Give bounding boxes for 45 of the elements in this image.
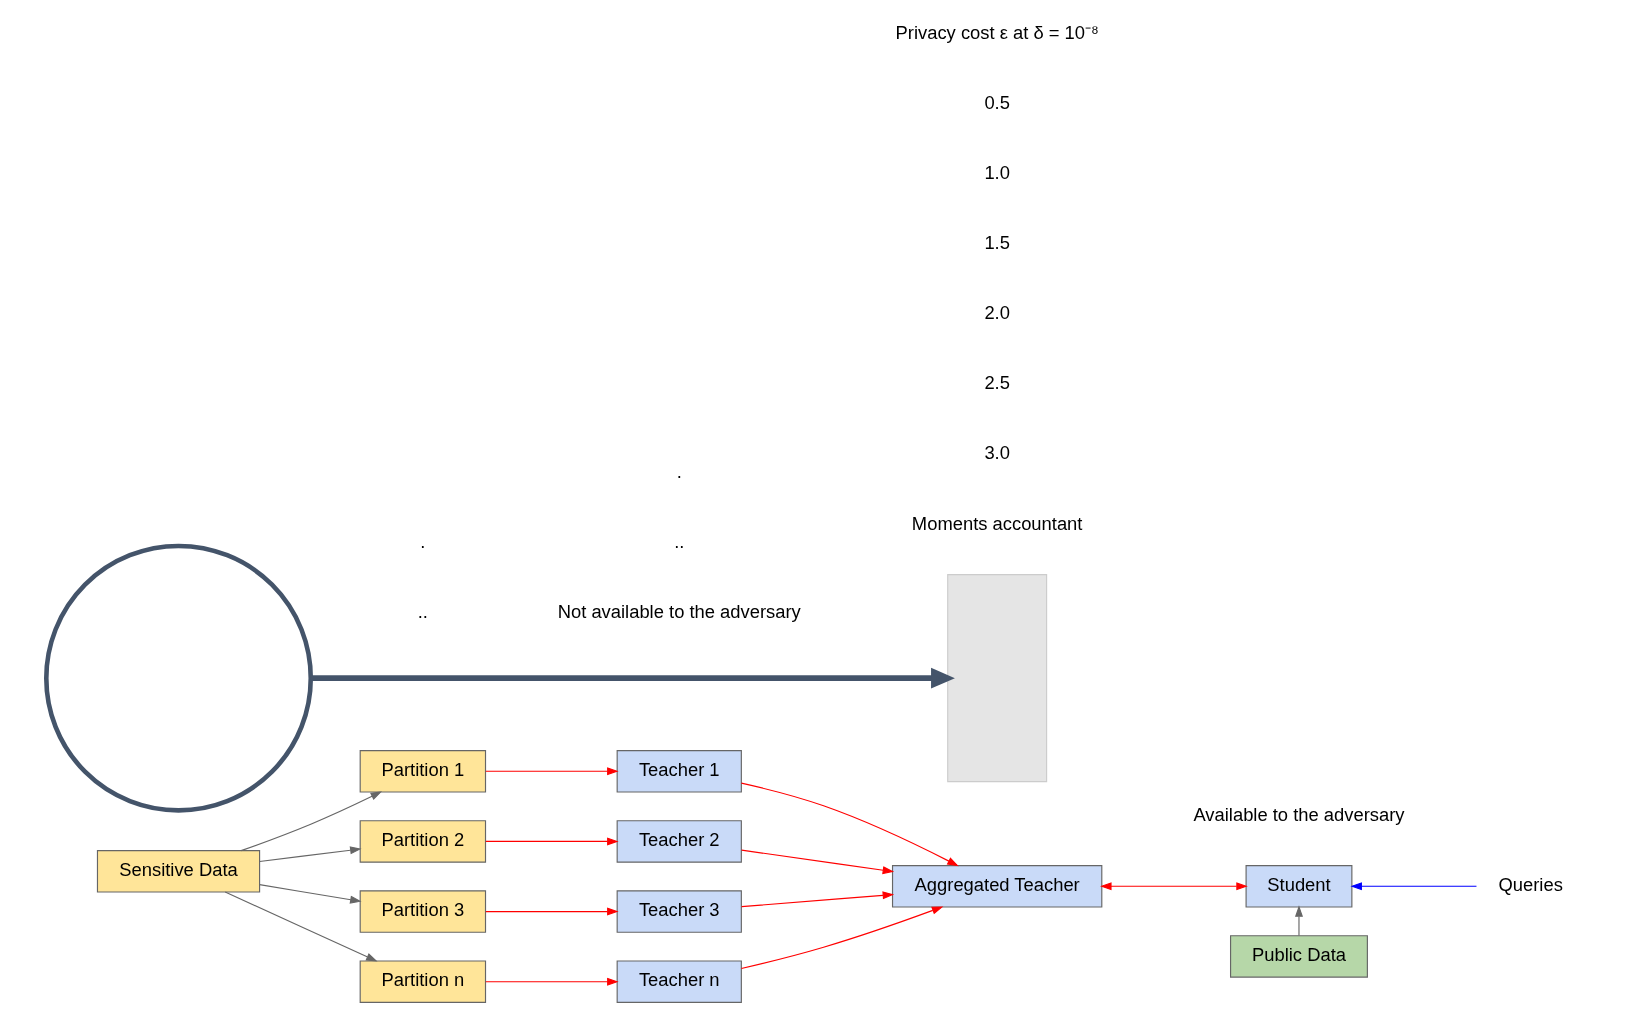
node-box: Partition 2	[359, 819, 487, 863]
label: 2.0	[984, 301, 1010, 323]
label: ..	[674, 530, 685, 552]
label: Not available to the adversary	[557, 600, 801, 622]
node-box: Partition 3	[359, 889, 487, 933]
arrow	[740, 905, 944, 969]
arrow	[741, 890, 895, 907]
arrow	[485, 907, 619, 916]
label: ..	[417, 600, 428, 622]
node-box: Teacher 3	[616, 889, 742, 933]
label: Privacy cost ε at δ = 10⁻⁸	[895, 21, 1099, 43]
node-box: Partition 1	[359, 749, 487, 793]
arrow	[240, 790, 383, 851]
label: .	[676, 460, 682, 482]
label: 1.5	[984, 231, 1010, 253]
label: 1.0	[984, 161, 1010, 183]
arrow	[485, 766, 619, 775]
label: 2.5	[984, 371, 1010, 393]
arrow	[310, 667, 955, 689]
node-box: Teacher 2	[616, 819, 742, 863]
node-circle	[44, 543, 314, 813]
node-box: Teacher 1	[616, 749, 742, 793]
arrow	[740, 782, 959, 866]
label: 0.5	[984, 91, 1010, 113]
arrow	[1100, 881, 1248, 890]
arrow	[259, 883, 362, 904]
node-box: Aggregated Teacher	[891, 864, 1103, 908]
node-box: Teacher n	[616, 959, 742, 1003]
node-box: Partition n	[359, 959, 487, 1003]
arrow	[485, 977, 619, 986]
arrow	[1294, 904, 1303, 936]
arrow	[1350, 881, 1478, 890]
label: Available to the adversary	[1193, 803, 1405, 825]
label: 3.0	[984, 441, 1010, 463]
arrow	[224, 891, 378, 962]
node-box: Student	[1245, 864, 1353, 908]
node-box	[947, 573, 1048, 782]
arrow	[741, 849, 895, 874]
arrow	[485, 836, 619, 845]
label: Moments accountant	[911, 512, 1083, 534]
node-text: Queries	[1498, 873, 1563, 895]
node-box: Public Data	[1230, 934, 1368, 978]
arrow	[259, 845, 362, 862]
label: .	[420, 530, 426, 552]
node-box: Sensitive Data	[96, 849, 261, 893]
